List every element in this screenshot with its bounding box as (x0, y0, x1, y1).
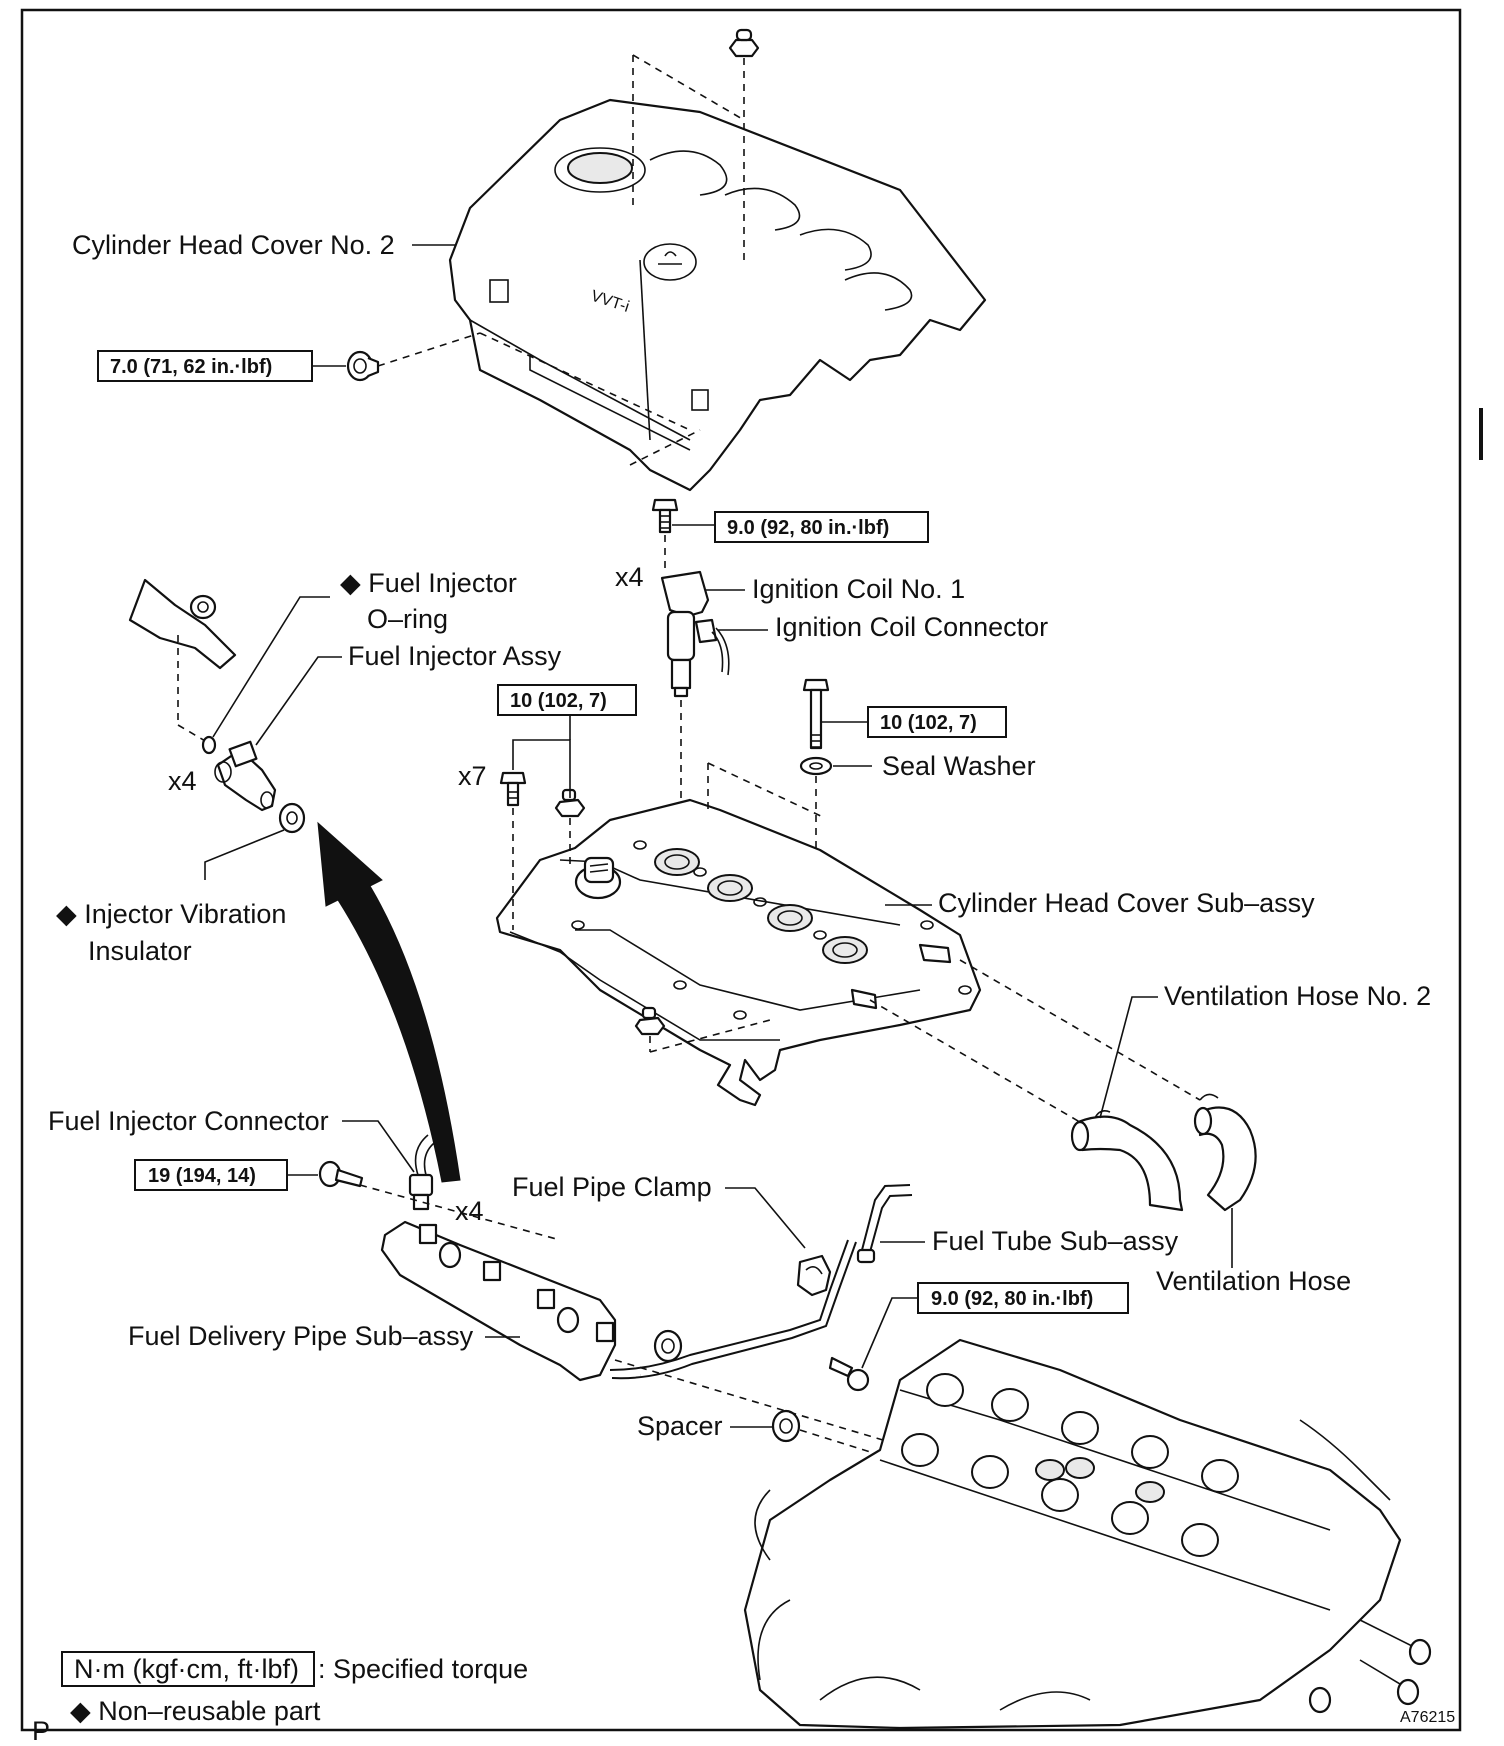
qty-ignition-coil: x4 (615, 562, 644, 592)
label-ventilation-hose-no2: Ventilation Hose No. 2 (1164, 981, 1431, 1011)
label-fuel-injector-connector: Fuel Injector Connector (48, 1106, 329, 1136)
label-cylinder-head-cover-no2: Cylinder Head Cover No. 2 (72, 230, 395, 260)
head-cover-nut-icon (554, 788, 586, 818)
torque-seal-washer: 10 (102, 7) (880, 712, 977, 734)
legend-torque-text: : Specified torque (318, 1654, 528, 1684)
figure-id: A76215 (1400, 1709, 1455, 1726)
cover-nut-icon (346, 350, 380, 382)
torque-head-cover-bolts: 10 (102, 7) (510, 690, 607, 712)
torque-box-head-cover-nut (97, 350, 313, 382)
delivery-pipe-bolt-icon (318, 1160, 364, 1188)
legend-torque-box (61, 1651, 315, 1687)
label-fuel-tube-subassy: Fuel Tube Sub–assy (932, 1226, 1179, 1256)
label-ignition-coil-connector: Ignition Coil Connector (775, 612, 1048, 642)
injector-vibration-insulator-icon (278, 802, 306, 834)
label-fuel-delivery-pipe-subassy: Fuel Delivery Pipe Sub–assy (128, 1321, 474, 1351)
torque-fuel-tube: 9.0 (92, 80 in.·lbf) (931, 1288, 1093, 1310)
intake-flange-part (128, 578, 237, 670)
ventilation-hose-no2-part (1070, 1110, 1184, 1212)
fuel-tube-subassy-part (856, 1184, 913, 1264)
torque-box-head-cover-bolts (497, 684, 637, 716)
torque-head-cover-nut: 7.0 (71, 62 in.·lbf) (110, 356, 272, 378)
legend-nonreusable: ◆ Non–reusable part (70, 1696, 321, 1726)
engine-cylinder-head-part (743, 1338, 1432, 1730)
label-ignition-coil-no1: Ignition Coil No. 1 (752, 574, 965, 604)
label-fuel-injector-assy: Fuel Injector Assy (348, 641, 562, 671)
seal-washer-bolt-icon (802, 678, 830, 750)
label-injector-vibration-line2: Insulator (88, 936, 192, 966)
fuel-injector-part (214, 740, 277, 812)
fuel-injector-connector-part (408, 1134, 439, 1211)
label-injector-vibration-line1: ◆ Injector Vibration (56, 899, 286, 929)
torque-ignition-coil: 9.0 (92, 80 in.·lbf) (727, 517, 889, 539)
label-spacer: Spacer (637, 1411, 723, 1441)
legend-torque-units: N·m (kgf·cm, ft·lbf) (74, 1654, 299, 1684)
torque-box-seal-washer (867, 706, 1007, 738)
qty-injector-connector: x4 (455, 1196, 484, 1226)
ventilation-hose-part (1193, 1093, 1257, 1212)
spacer-upper-icon (653, 1329, 683, 1363)
spacer-lower-icon (771, 1409, 801, 1443)
fuel-injector-oring-icon (201, 735, 217, 755)
label-cylinder-head-cover-subassy: Cylinder Head Cover Sub–assy (938, 888, 1315, 918)
label-fuel-pipe-clamp: Fuel Pipe Clamp (512, 1172, 712, 1202)
label-ventilation-hose: Ventilation Hose (1156, 1266, 1351, 1296)
page-letter: P (32, 1716, 50, 1746)
head-cover-bolt-icon (499, 771, 527, 807)
page-frame (20, 8, 1462, 1732)
ignition-coil-bolt-icon (651, 498, 679, 534)
nut-icon (728, 28, 760, 58)
label-seal-washer: Seal Washer (882, 751, 1036, 781)
label-fuel-injector-oring-line1: ◆ Fuel Injector (340, 568, 517, 598)
label-fuel-injector-oring-line2: O–ring (367, 604, 448, 634)
install-arrow-icon (317, 821, 461, 1183)
ignition-coil-part (660, 570, 730, 698)
fuel-pipe-clamp-part (796, 1254, 832, 1297)
cylinder-head-cover-subassy-part (495, 798, 982, 1107)
seal-washer-icon (799, 756, 833, 776)
torque-delivery-pipe: 19 (194, 14) (148, 1165, 256, 1187)
torque-box-ignition-coil (714, 511, 929, 543)
qty-head-cover-bolts: x7 (458, 761, 487, 791)
qty-injector: x4 (168, 766, 197, 796)
bottom-nut-icon (634, 1006, 666, 1036)
fuel-delivery-pipe-part (380, 1220, 857, 1382)
cylinder-head-cover-no2-part: VVT-i (448, 98, 987, 492)
fuel-tube-bolt-icon (828, 1356, 870, 1392)
